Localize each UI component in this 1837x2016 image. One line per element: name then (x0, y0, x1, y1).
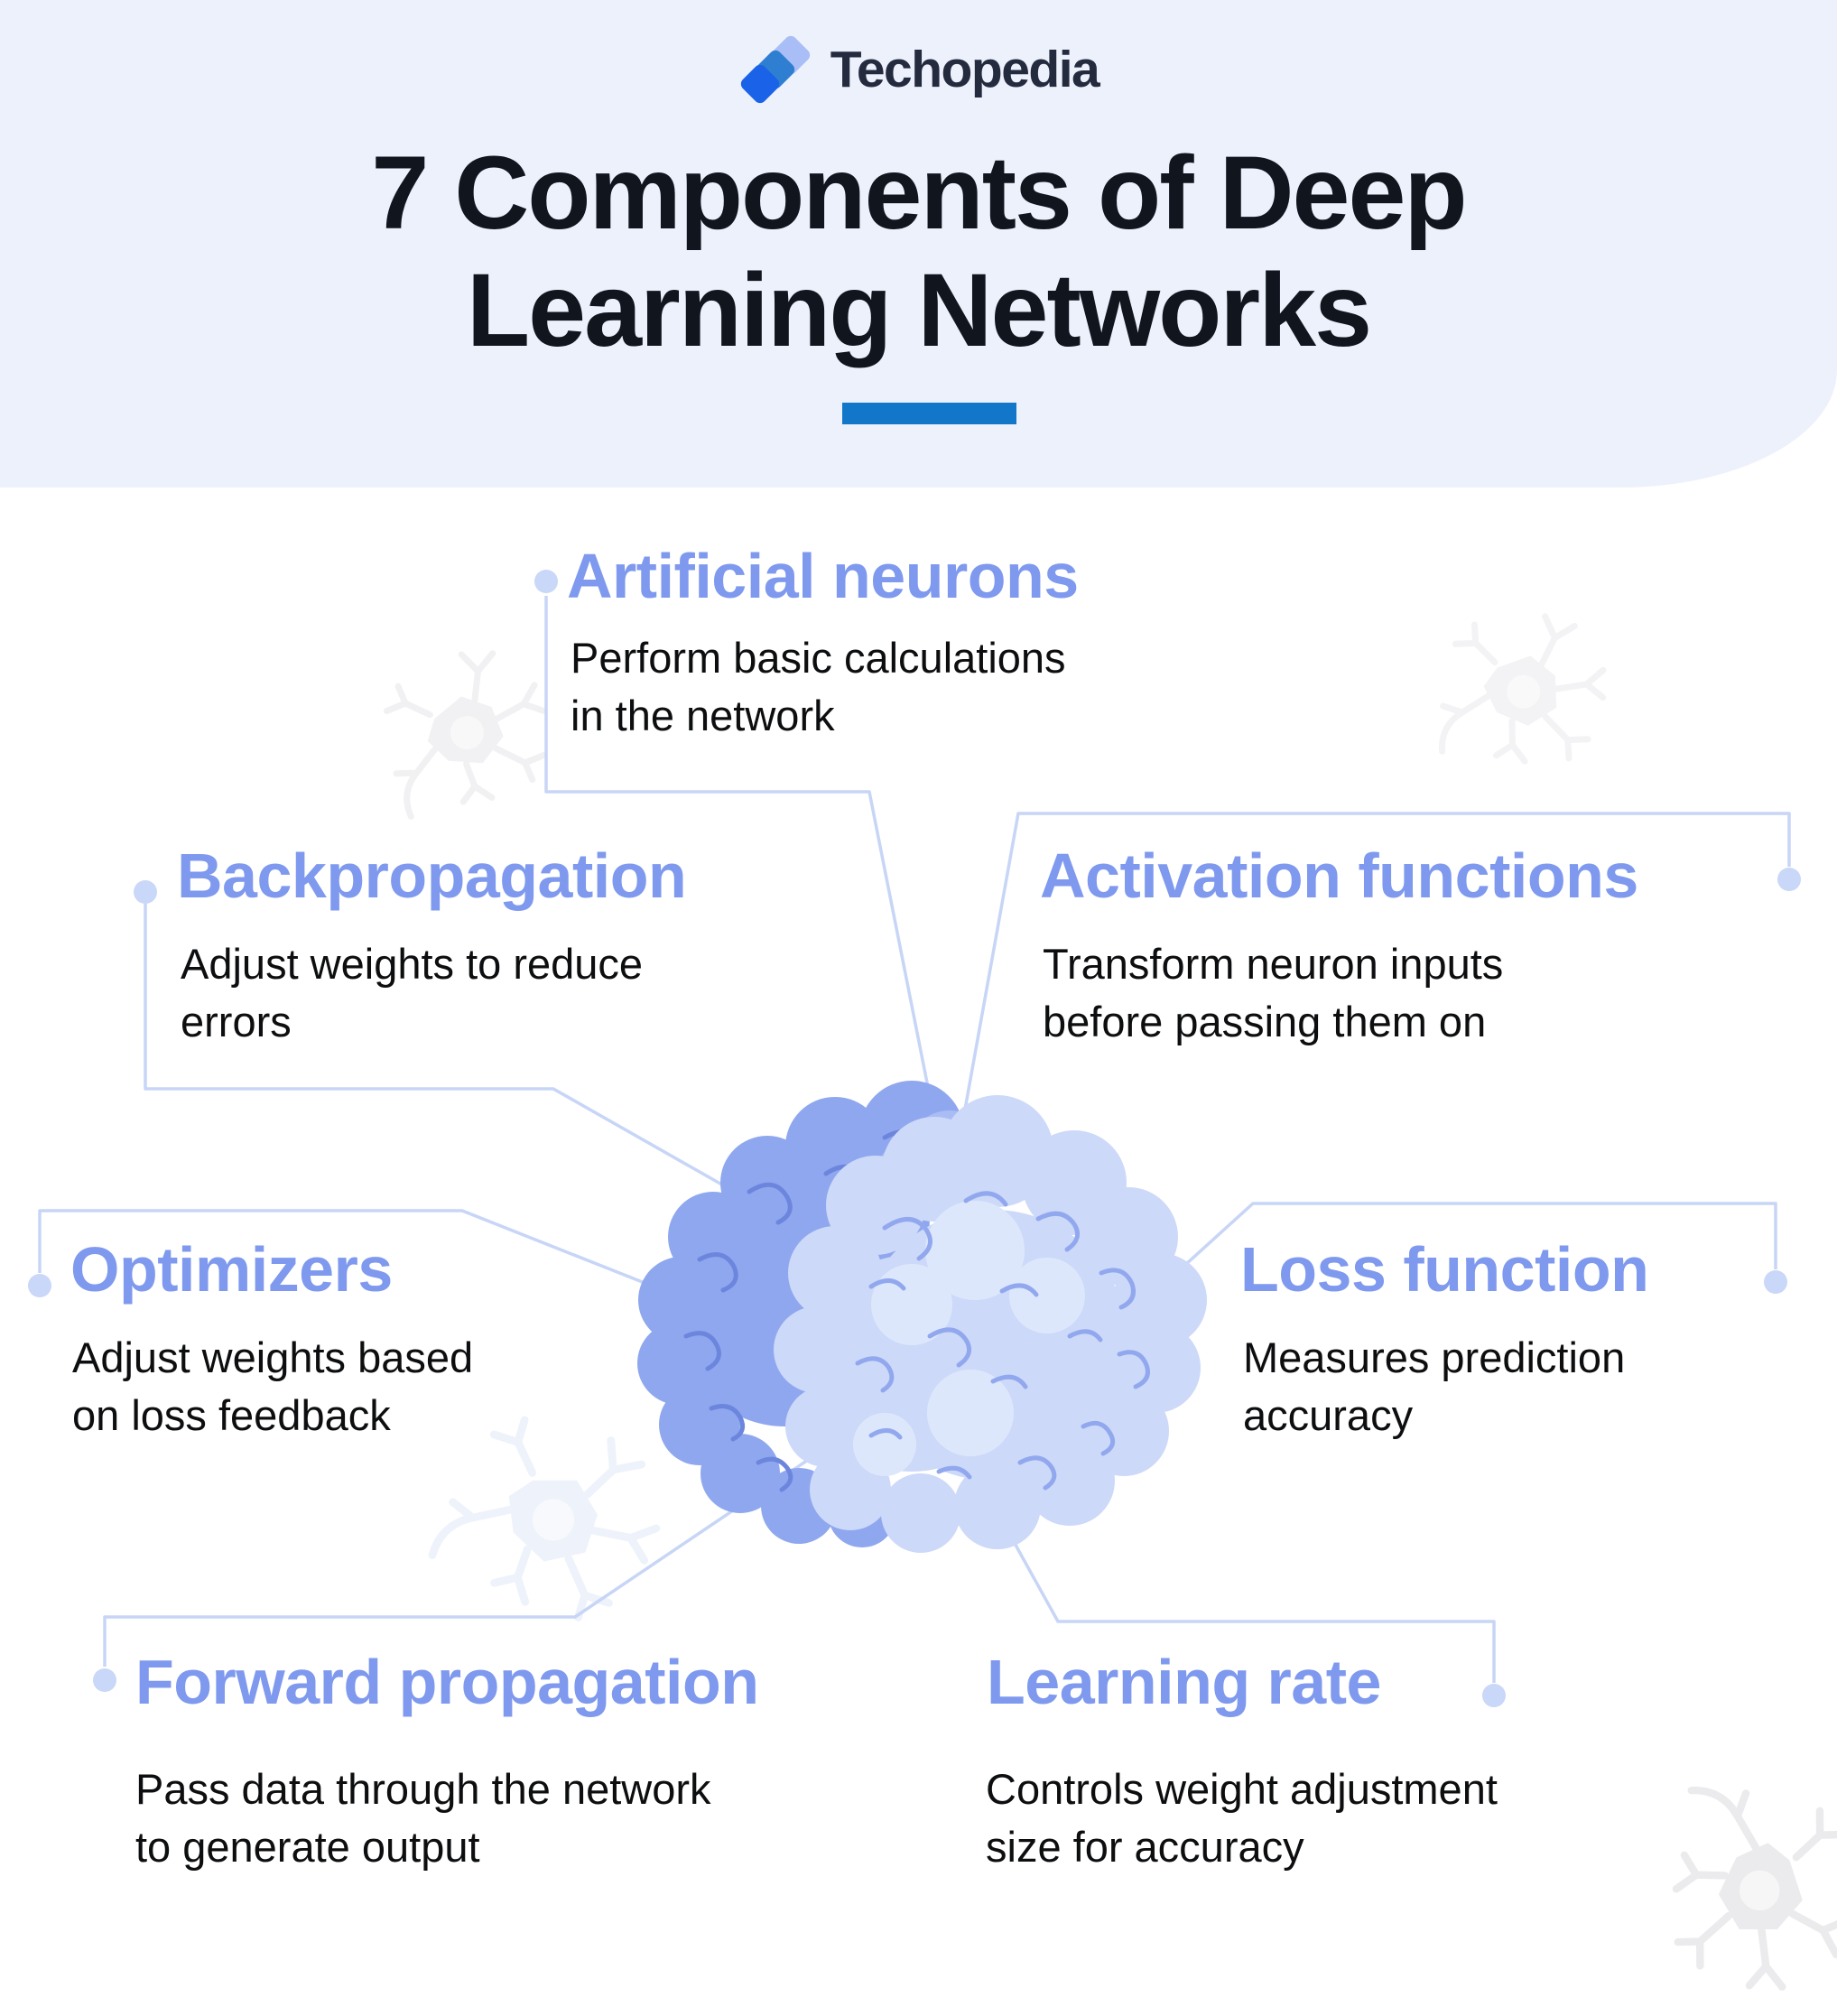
component-title-activation-functions: Activation functions (1040, 841, 1638, 911)
brain-front-folds (855, 1191, 1150, 1491)
connector-line-learning-rate (973, 1471, 1496, 1683)
component-desc-artificial-neurons: Perform basic calculations in the networ… (571, 634, 1066, 739)
page-title: 7 Components of Deep Learning Networks (0, 135, 1837, 370)
connector-line-activation-functions (953, 812, 1791, 1166)
component-title-loss-function: Loss function (1240, 1234, 1649, 1305)
title-underline (842, 403, 1016, 424)
connector-line-backpropagation (144, 904, 759, 1207)
logo: Techopedia (0, 34, 1837, 105)
connector-line-loss-function (1145, 1202, 1777, 1302)
component-title-learning-rate: Learning rate (987, 1647, 1381, 1717)
connector-dot (28, 1274, 51, 1297)
connector-dot (1777, 868, 1801, 891)
component-desc-forward-propagation: Pass data through the network to generat… (135, 1765, 711, 1871)
component-desc-loss-function: Measures prediction accuracy (1243, 1333, 1626, 1439)
connector-dot (1482, 1684, 1506, 1707)
logo-text: Techopedia (830, 41, 1100, 98)
techopedia-diamonds-icon (740, 35, 810, 104)
component-title-artificial-neurons: Artificial neurons (567, 541, 1079, 611)
component-title-backpropagation: Backpropagation (177, 841, 687, 911)
connector-dot (93, 1668, 116, 1692)
component-desc-backpropagation: Adjust weights to reduce errors (181, 940, 644, 1045)
brain-highlights (853, 1201, 1085, 1476)
component-desc-learning-rate: Controls weight adjustment size for accu… (986, 1765, 1498, 1871)
connector-line-forward-propagation (103, 1425, 858, 1667)
component-desc-optimizers: Adjust weights based on loss feedback (72, 1333, 474, 1439)
brain-illustration (637, 1081, 1207, 1553)
connector-dots (28, 570, 1801, 1707)
connector-lines (38, 596, 1791, 1683)
connector-dot (1764, 1270, 1787, 1294)
connector-line-optimizers (38, 1209, 723, 1315)
neuron-decoration (375, 640, 559, 818)
page-title-line1: 7 Components of Deep (371, 135, 1467, 251)
connector-dot (534, 570, 558, 593)
component-title-forward-propagation: Forward propagation (135, 1647, 759, 1717)
component-desc-activation-functions: Transform neuron inputs before passing t… (1043, 940, 1504, 1045)
neuron-decoration (1437, 604, 1613, 773)
component-title-optimizers: Optimizers (70, 1234, 393, 1305)
connector-dot (134, 880, 157, 904)
page-title-line2: Learning Networks (466, 252, 1372, 368)
connector-line-artificial-neurons (544, 596, 945, 1166)
